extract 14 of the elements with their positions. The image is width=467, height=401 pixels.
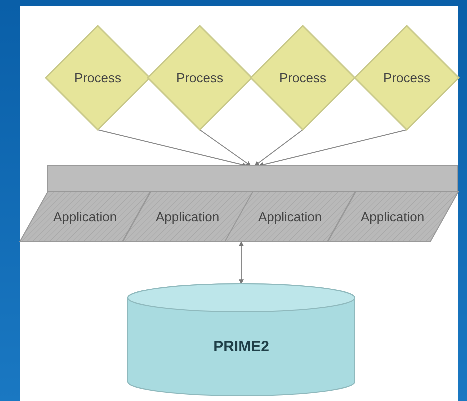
process-label: Process	[384, 70, 430, 86]
connector-arrow	[98, 130, 248, 168]
connector-arrow	[258, 130, 408, 168]
database-label: PRIME2	[214, 338, 270, 356]
connector-arrow	[254, 130, 304, 166]
connector-arrow	[200, 130, 252, 166]
connector-arrow	[239, 241, 244, 285]
process-label: Process	[74, 70, 122, 86]
process-label: Process	[176, 70, 224, 86]
application-label: Application	[53, 210, 118, 224]
application-label: Application	[156, 210, 220, 224]
process-label: Process	[280, 70, 326, 86]
application-label: Application	[258, 210, 322, 224]
application-label: Application	[360, 210, 425, 224]
